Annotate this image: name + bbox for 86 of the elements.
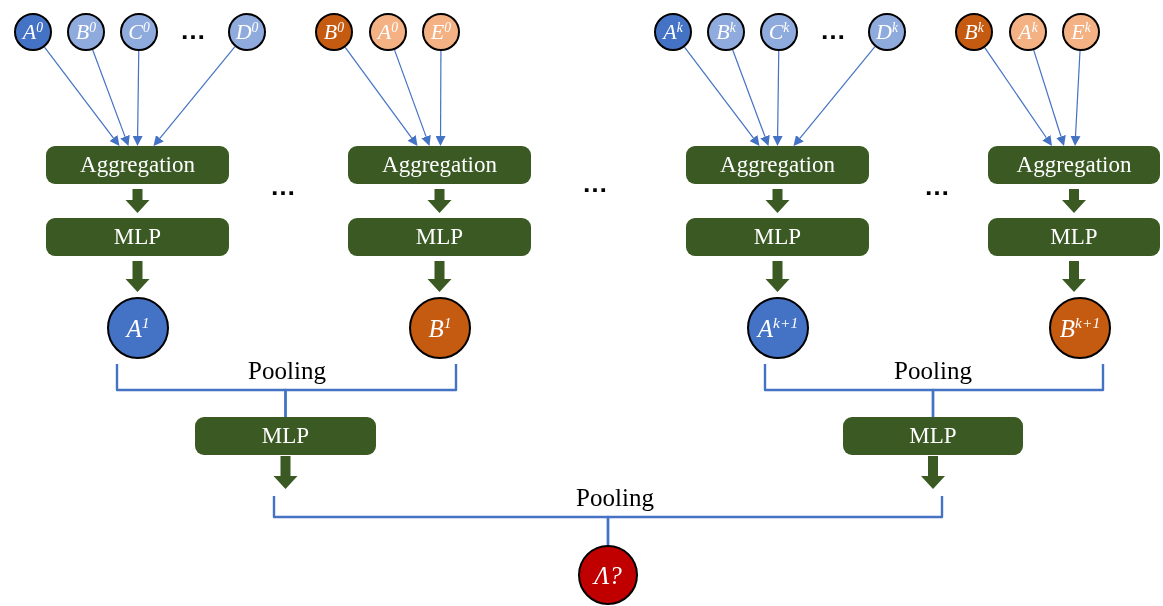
node-label: E$^{0}$ bbox=[430, 21, 452, 43]
arrow bbox=[344, 46, 418, 146]
process-box bbox=[843, 417, 1023, 455]
node-label: B$^{0}$ bbox=[75, 21, 97, 43]
arrow bbox=[1033, 49, 1066, 146]
node-circle bbox=[654, 13, 692, 51]
node-label: MLP bbox=[415, 224, 464, 250]
arrow bbox=[132, 50, 143, 146]
ellipsis: … bbox=[820, 17, 846, 43]
node-circle bbox=[422, 13, 460, 51]
node-label: Λ? bbox=[594, 562, 622, 588]
pooling-bracket bbox=[284, 364, 458, 417]
process-box bbox=[988, 218, 1160, 256]
ellipsis: … bbox=[270, 173, 296, 199]
arrow bbox=[43, 46, 120, 146]
block-arrow bbox=[921, 456, 945, 489]
node-label: Aggregation bbox=[382, 152, 497, 178]
node-label: MLP bbox=[261, 423, 310, 449]
node-label: A$^{k}$ bbox=[1018, 21, 1038, 43]
block-arrow bbox=[125, 189, 150, 213]
block-arrow bbox=[273, 456, 298, 489]
arrow bbox=[772, 50, 783, 146]
node-label: Aggregation bbox=[80, 152, 195, 178]
arrow bbox=[153, 46, 236, 146]
arrow bbox=[793, 46, 876, 146]
arrow bbox=[1070, 50, 1081, 146]
block-arrow bbox=[427, 261, 452, 292]
process-box bbox=[348, 146, 531, 184]
ellipsis: … bbox=[582, 170, 608, 196]
process-box bbox=[348, 218, 531, 256]
block-arrow bbox=[1062, 189, 1086, 213]
pooling-bracket bbox=[931, 364, 1105, 417]
process-box bbox=[46, 218, 229, 256]
block-arrow bbox=[427, 189, 452, 213]
node-circle bbox=[707, 13, 745, 51]
node-circle bbox=[1009, 13, 1047, 51]
node-circle bbox=[14, 13, 52, 51]
node-label: A$^{k+1}$ bbox=[757, 315, 799, 341]
node-label: A$^{k}$ bbox=[663, 21, 683, 43]
node-label: MLP bbox=[753, 224, 802, 250]
arrow bbox=[92, 49, 130, 146]
node-label: MLP bbox=[1050, 224, 1098, 250]
node-circle bbox=[315, 13, 353, 51]
node-label: D$^{k}$ bbox=[876, 21, 898, 43]
block-arrow bbox=[1062, 261, 1086, 292]
pooling-bracket bbox=[606, 496, 944, 545]
node-label: Aggregation bbox=[1016, 152, 1132, 178]
node-label: C$^{k}$ bbox=[768, 21, 790, 43]
process-box bbox=[46, 146, 229, 184]
process-box bbox=[686, 218, 869, 256]
arrow bbox=[732, 49, 770, 146]
node-label: B$^{0}$ bbox=[323, 21, 345, 43]
node-circle bbox=[228, 13, 266, 51]
node-label: E$^{k}$ bbox=[1071, 21, 1091, 43]
node-circle bbox=[578, 545, 638, 605]
node-label: MLP bbox=[909, 423, 957, 449]
block-arrow bbox=[125, 261, 150, 292]
node-circle bbox=[120, 13, 158, 51]
node-circle bbox=[955, 13, 993, 51]
arrow bbox=[393, 49, 431, 146]
node-circle bbox=[760, 13, 798, 51]
arrow bbox=[435, 50, 446, 146]
node-circle bbox=[369, 13, 407, 51]
node-label: Aggregation bbox=[720, 152, 835, 178]
arrow bbox=[984, 47, 1052, 146]
node-circle bbox=[868, 13, 906, 51]
node-circle bbox=[67, 13, 105, 51]
block-arrow bbox=[765, 189, 790, 213]
node-circle bbox=[1062, 13, 1100, 51]
node-label: B$^{k+1}$ bbox=[1059, 315, 1101, 341]
node-label: C$^{0}$ bbox=[128, 21, 150, 43]
node-label: D$^{0}$ bbox=[235, 21, 259, 43]
ellipsis: … bbox=[180, 17, 206, 43]
node-label: B$^{k}$ bbox=[964, 21, 984, 43]
block-arrow bbox=[765, 261, 790, 292]
node-label: A$^{0}$ bbox=[22, 21, 44, 43]
arrow bbox=[683, 46, 760, 146]
process-box bbox=[195, 417, 376, 455]
process-box bbox=[686, 146, 869, 184]
node-label: B$^{k}$ bbox=[716, 21, 736, 43]
node-label: A$^{1}$ bbox=[126, 315, 150, 341]
node-label: MLP bbox=[113, 224, 162, 250]
ellipsis: … bbox=[924, 173, 950, 199]
node-label: B$^{1}$ bbox=[428, 315, 452, 341]
process-box bbox=[988, 146, 1160, 184]
node-label: A$^{0}$ bbox=[377, 21, 399, 43]
